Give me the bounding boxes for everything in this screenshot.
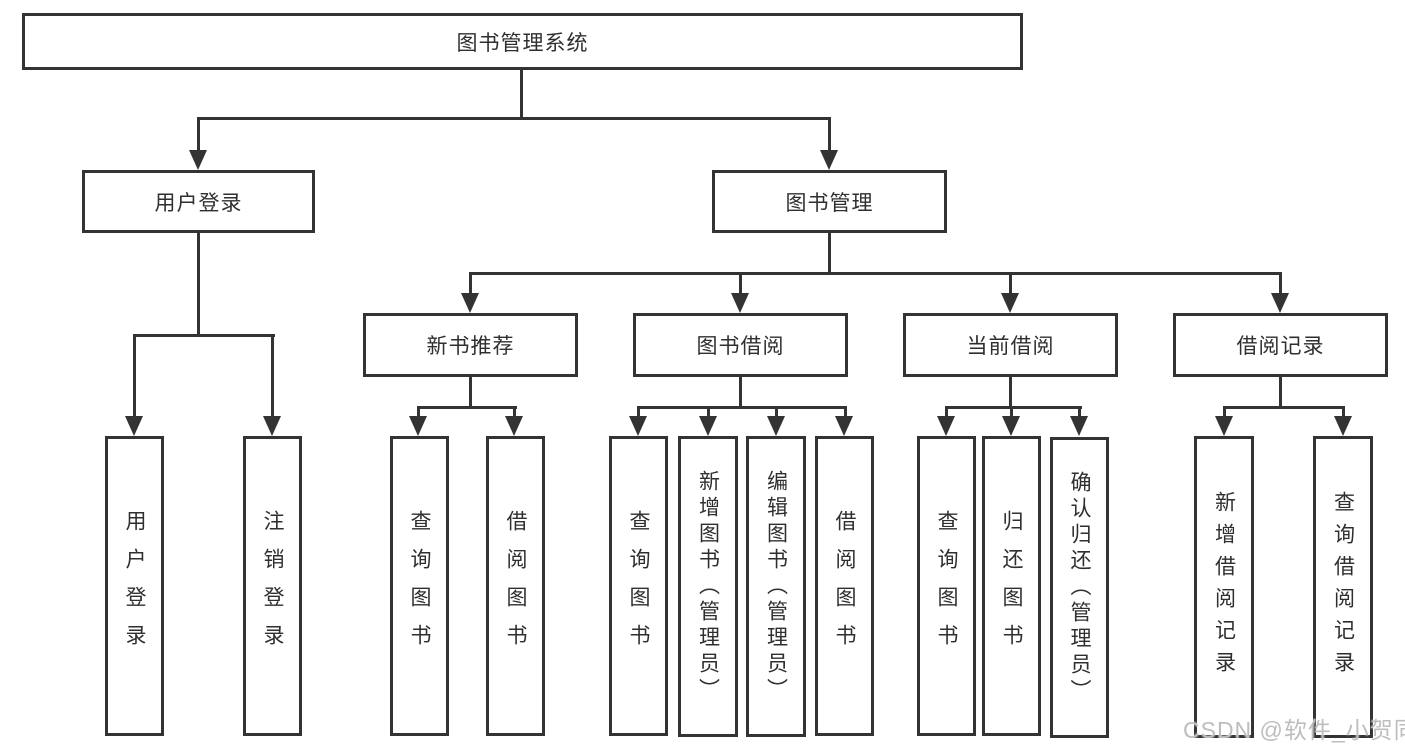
connector-line-v [133, 336, 136, 417]
connector-line-h [133, 334, 275, 337]
connector-line-v [469, 274, 472, 295]
connector-line-v [637, 408, 640, 418]
arrowhead-down-icon [1070, 416, 1088, 436]
connector-line-v [707, 408, 710, 418]
leaf-query-books-borrow: 查询图书 [609, 436, 668, 736]
arrowhead-down-icon [629, 416, 647, 436]
node-book-management: 图书管理 [712, 170, 947, 233]
connector-line-v [197, 118, 200, 151]
leaf-confirm-return-admin: 确认归还（管理员） [1050, 437, 1109, 738]
connector-line-h [637, 406, 847, 409]
leaf-logout-label: 注销登录 [261, 510, 284, 662]
arrowhead-down-icon [767, 416, 785, 436]
connector-line-h [1223, 406, 1345, 409]
leaf-edit-book-admin-label: 编辑图书（管理员） [764, 469, 788, 704]
leaf-query-borrow-record: 查询借阅记录 [1313, 436, 1373, 738]
leaf-edit-book-admin: 编辑图书（管理员） [746, 436, 806, 737]
arrowhead-down-icon [820, 150, 838, 170]
csdn-watermark: CSDN @软件_小贺同学 [1183, 717, 1405, 743]
leaf-return-book-label: 归还图书 [1000, 510, 1023, 662]
leaf-query-books-current-label: 查询图书 [935, 510, 958, 662]
connector-line-v [513, 408, 516, 418]
leaf-add-borrow-record: 新增借阅记录 [1194, 436, 1254, 738]
connector-line-v [1279, 377, 1282, 408]
arrowhead-down-icon [937, 416, 955, 436]
node-user-login-label: 用户登录 [154, 191, 243, 215]
node-root: 图书管理系统 [22, 13, 1023, 70]
connector-line-h [197, 117, 831, 120]
connector-line-v [739, 377, 742, 408]
node-root-label: 图书管理系统 [456, 31, 589, 55]
arrowhead-down-icon [835, 416, 853, 436]
connector-line-h [945, 406, 1082, 409]
node-book-borrow: 图书借阅 [633, 313, 848, 377]
connector-line-v [775, 408, 778, 418]
node-borrow-records-label: 借阅记录 [1236, 335, 1325, 358]
leaf-add-borrow-record-label: 新增借阅记录 [1212, 491, 1236, 683]
leaf-logout: 注销登录 [243, 436, 302, 736]
connector-line-h [469, 272, 1282, 275]
connector-line-v [844, 408, 847, 418]
connector-line-v [828, 233, 831, 274]
node-current-borrow-label: 当前借阅 [966, 335, 1055, 358]
arrowhead-down-icon [699, 416, 717, 436]
connector-line-v [1010, 408, 1013, 418]
connector-line-v [1009, 377, 1012, 408]
arrowhead-down-icon [263, 416, 281, 436]
leaf-query-borrow-record-label: 查询借阅记录 [1331, 491, 1355, 683]
connector-line-v [1223, 408, 1226, 418]
arrowhead-down-icon [189, 150, 207, 170]
arrowhead-down-icon [461, 293, 479, 313]
leaf-query-books-recommend: 查询图书 [390, 436, 449, 736]
arrowhead-down-icon [1215, 416, 1233, 436]
connector-line-v [520, 69, 523, 120]
arrowhead-down-icon [125, 416, 143, 436]
connector-line-h [417, 406, 517, 409]
connector-line-v [828, 118, 831, 151]
leaf-user-login-label: 用户登录 [123, 510, 146, 662]
node-new-book-recommend: 新书推荐 [363, 313, 578, 377]
leaf-borrow-books: 借阅图书 [815, 436, 874, 736]
node-current-borrow: 当前借阅 [903, 313, 1118, 377]
leaf-add-book-admin: 新增图书（管理员） [678, 436, 738, 737]
connector-line-v [1279, 274, 1282, 295]
arrowhead-down-icon [1271, 293, 1289, 313]
leaf-borrow-books-label: 借阅图书 [833, 510, 856, 662]
leaf-query-books-borrow-label: 查询图书 [627, 510, 650, 662]
leaf-return-book: 归还图书 [982, 436, 1041, 736]
connector-line-v [469, 377, 472, 408]
node-book-borrow-label: 图书借阅 [696, 335, 785, 358]
connector-line-v [1342, 408, 1345, 418]
connector-line-v [945, 408, 948, 418]
connector-line-v [739, 274, 742, 295]
node-user-login: 用户登录 [82, 170, 315, 233]
connector-line-v [1078, 408, 1081, 418]
arrowhead-down-icon [1334, 416, 1352, 436]
arrowhead-down-icon [1002, 416, 1020, 436]
leaf-borrow-books-recommend-label: 借阅图书 [504, 510, 527, 662]
leaf-borrow-books-recommend: 借阅图书 [486, 436, 545, 736]
leaf-query-books-recommend-label: 查询图书 [408, 510, 431, 662]
node-borrow-records: 借阅记录 [1173, 313, 1388, 377]
arrowhead-down-icon [731, 293, 749, 313]
leaf-confirm-return-admin-label: 确认归还（管理员） [1068, 470, 1091, 705]
arrowhead-down-icon [1001, 293, 1019, 313]
arrowhead-down-icon [409, 416, 427, 436]
leaf-query-books-current: 查询图书 [917, 436, 976, 736]
connector-line-v [271, 336, 274, 417]
connector-line-v [1009, 274, 1012, 295]
connector-line-v [197, 233, 200, 336]
leaf-user-login: 用户登录 [105, 436, 164, 736]
leaf-add-book-admin-label: 新增图书（管理员） [696, 469, 720, 704]
arrowhead-down-icon [505, 416, 523, 436]
node-book-management-label: 图书管理 [785, 191, 874, 215]
node-new-book-recommend-label: 新书推荐 [426, 335, 515, 358]
connector-line-v [417, 408, 420, 418]
